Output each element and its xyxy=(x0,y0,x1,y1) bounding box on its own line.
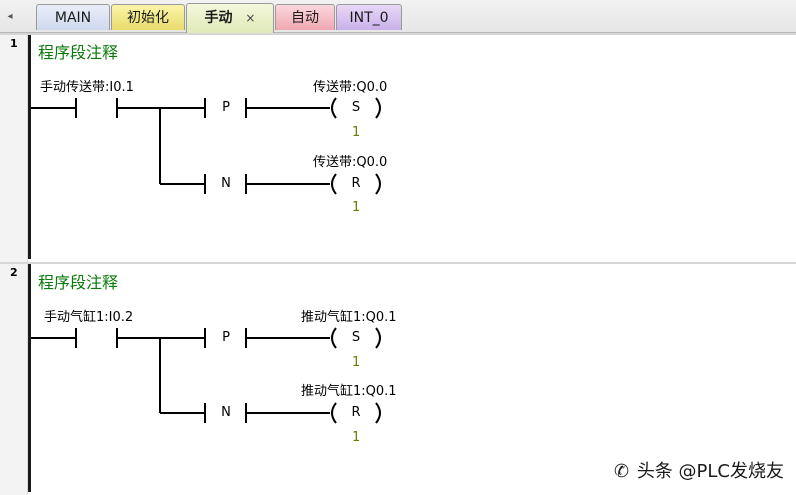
network-1-header xyxy=(0,33,796,35)
network-2-rung-1-coil-right xyxy=(375,327,381,349)
tab-int0[interactable]: INT_0 xyxy=(336,4,402,30)
ladder-editor[interactable]: 1 程序段注释 手动传送带:I0.1 传送带:Q0.0 P S 1 传送带:Q0… xyxy=(0,33,796,495)
network-1-rung-2-edge[interactable]: N xyxy=(221,176,231,191)
network-1-rung-2-coil[interactable]: R xyxy=(351,176,361,191)
network-1-rung-1-coil-left xyxy=(331,97,337,119)
network-2-rung-2-coil-left xyxy=(331,402,337,424)
tab-init-label: 初始化 xyxy=(127,10,169,26)
network-2-rung-2-coil[interactable]: R xyxy=(351,405,361,420)
network-2-rung-1-count[interactable]: 1 xyxy=(352,355,361,370)
network-2-power-rail xyxy=(28,264,31,492)
tab-manual[interactable]: 手动 × xyxy=(186,3,274,33)
network-1-rung-2-coil-label[interactable]: 传送带:Q0.0 xyxy=(313,155,388,170)
wechat-icon: ✆ xyxy=(613,461,630,482)
network-1-power-rail xyxy=(28,35,31,259)
network-1-comment[interactable]: 程序段注释 xyxy=(38,43,119,62)
network-2-number[interactable]: 2 xyxy=(10,266,18,279)
network-1-rung-2-coil-left xyxy=(331,173,337,195)
network-1-rung-1-count[interactable]: 1 xyxy=(352,125,361,140)
tab-scroll-left-icon[interactable]: ◂ xyxy=(7,11,13,22)
tab-init[interactable]: 初始化 xyxy=(111,4,185,30)
close-icon[interactable]: × xyxy=(245,11,256,25)
network-2-header xyxy=(0,262,796,264)
network-2-rung-2-coil-right xyxy=(375,402,381,424)
network-2-rung-1-edge[interactable]: P xyxy=(222,330,230,345)
tab-main[interactable]: MAIN xyxy=(36,4,110,30)
tab-auto[interactable]: 自动 xyxy=(275,4,335,30)
network-2-rung-2-count[interactable]: 1 xyxy=(352,430,361,445)
tab-int0-label: INT_0 xyxy=(349,10,389,26)
watermark-text: 头条 @PLC发烧友 xyxy=(636,461,784,482)
network-gutter xyxy=(0,33,28,495)
network-2-contact-label[interactable]: 手动气缸1:I0.2 xyxy=(44,310,134,325)
network-1-number[interactable]: 1 xyxy=(10,37,18,50)
tab-bar: ◂ MAIN 初始化 手动 × 自动 INT_0 xyxy=(0,0,796,33)
tab-auto-label: 自动 xyxy=(291,10,319,26)
network-1-rung-2-coil-right xyxy=(375,173,381,195)
network-2-rung-2-coil-label[interactable]: 推动气缸1:Q0.1 xyxy=(301,384,397,399)
tab-manual-label: 手动 xyxy=(204,10,233,26)
network-1-contact-label[interactable]: 手动传送带:I0.1 xyxy=(40,80,134,95)
watermark: ✆ 头条 @PLC发烧友 xyxy=(614,457,784,483)
network-1-rung-1-coil-label[interactable]: 传送带:Q0.0 xyxy=(313,80,388,95)
ladder-wiring xyxy=(31,97,381,424)
network-2-rung-1-coil[interactable]: S xyxy=(351,330,361,345)
network-1-rung-2-count[interactable]: 1 xyxy=(352,200,361,215)
network-1-rung-1-coil[interactable]: S xyxy=(351,100,361,115)
network-2-wiring xyxy=(31,327,381,424)
network-2-comment[interactable]: 程序段注释 xyxy=(38,273,119,292)
network-1-wiring xyxy=(31,97,381,195)
network-1-rung-1-coil-right xyxy=(375,97,381,119)
network-1-rung-1-edge[interactable]: P xyxy=(222,100,230,115)
network-2-rung-1-coil-label[interactable]: 推动气缸1:Q0.1 xyxy=(301,310,397,325)
network-2-rung-1-coil-left xyxy=(331,327,337,349)
network-2-rung-2-edge[interactable]: N xyxy=(221,405,231,420)
tab-main-label: MAIN xyxy=(54,10,92,26)
